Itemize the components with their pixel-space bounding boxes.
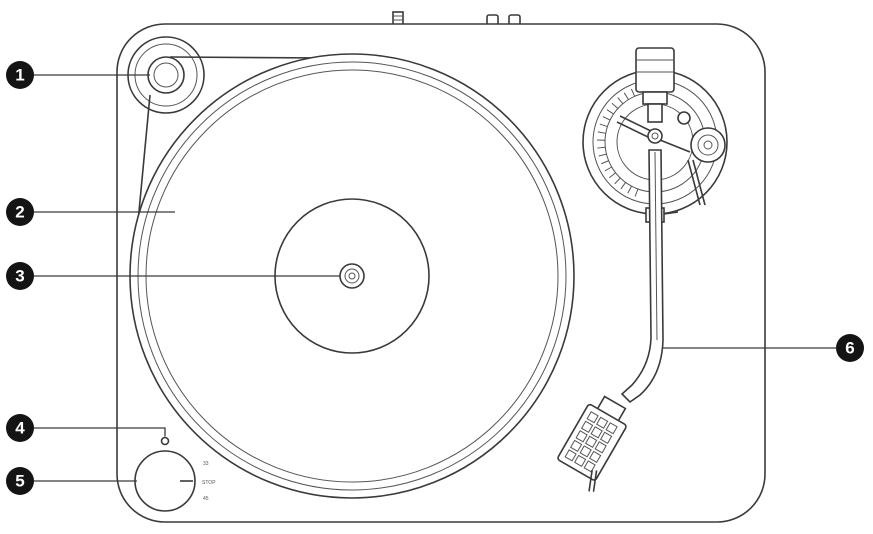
callout-2-label: 2 bbox=[15, 203, 24, 222]
callout-2: 2 bbox=[6, 198, 34, 226]
scale-tick bbox=[614, 177, 621, 185]
headshell-cell bbox=[584, 435, 598, 448]
scale-tick bbox=[604, 166, 612, 172]
headshell-cell bbox=[589, 450, 602, 463]
stop-label: STOP bbox=[202, 480, 216, 486]
headshell-cell bbox=[569, 439, 583, 452]
scale-tick bbox=[611, 102, 619, 109]
headshell-cell bbox=[600, 431, 613, 444]
scale-tick bbox=[599, 123, 608, 128]
svg-text:33: 33 bbox=[203, 461, 209, 467]
leader-lines bbox=[34, 74, 836, 482]
headshell-cell bbox=[594, 441, 607, 454]
callout-1: 1 bbox=[6, 61, 34, 89]
scale-tick bbox=[634, 188, 639, 197]
callout-3-label: 3 bbox=[15, 267, 24, 286]
scale-tick bbox=[597, 146, 606, 149]
headshell-cell bbox=[564, 449, 577, 462]
scale-tick bbox=[623, 92, 629, 100]
tonearm bbox=[620, 149, 664, 404]
scale-tick bbox=[608, 172, 616, 179]
svg-text:45: 45 bbox=[203, 496, 209, 502]
callout-4-label: 4 bbox=[15, 419, 25, 438]
callout-6-label: 6 bbox=[845, 339, 854, 358]
headshell-cell bbox=[573, 454, 587, 468]
headshell-cell bbox=[579, 445, 592, 458]
headshell bbox=[557, 395, 627, 492]
callout-1-label: 1 bbox=[15, 66, 24, 85]
scale-tick bbox=[601, 160, 609, 165]
headshell-cell bbox=[586, 411, 599, 424]
callout-4: 4 bbox=[6, 414, 34, 442]
top-connectors bbox=[392, 11, 521, 27]
scale-tick bbox=[620, 182, 627, 190]
headshell-cell bbox=[590, 426, 603, 439]
scale-tick bbox=[627, 185, 632, 194]
scale-tick bbox=[602, 116, 611, 121]
scale-tick bbox=[630, 88, 636, 97]
callout-5: 5 bbox=[6, 467, 34, 495]
callout-3: 3 bbox=[6, 262, 34, 290]
headshell-cell bbox=[595, 416, 609, 429]
callout-6: 6 bbox=[836, 334, 864, 362]
headshell-cell bbox=[580, 420, 594, 433]
callout-5-label: 5 bbox=[15, 472, 24, 491]
headshell-cell bbox=[583, 460, 596, 473]
scale-tick bbox=[598, 153, 607, 157]
scale-tick bbox=[606, 109, 614, 115]
scale-tick bbox=[617, 97, 624, 105]
headshell-cell bbox=[605, 422, 618, 435]
headshell-cell bbox=[575, 430, 588, 443]
scale-tick bbox=[597, 131, 606, 134]
